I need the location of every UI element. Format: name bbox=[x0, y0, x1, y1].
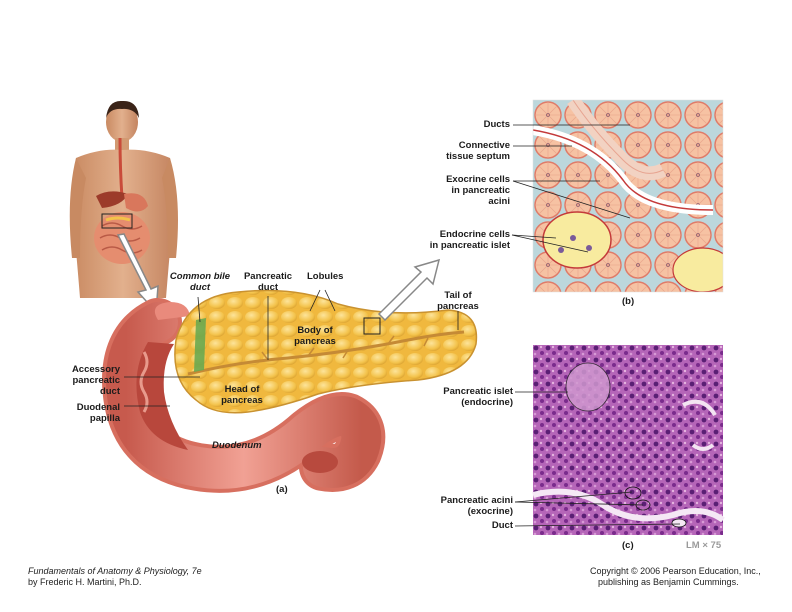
label-duodenal-line1: Duodenal bbox=[76, 402, 120, 413]
copyright-text: Copyright © 2006 Pearson Education, Inc.… bbox=[590, 566, 761, 576]
book-author: by Frederic H. Martini, Ph.D. bbox=[28, 577, 142, 587]
footer-left: Fundamentals of Anatomy & Physiology, 7e… bbox=[28, 566, 202, 588]
label-islet-line2: (endocrine) bbox=[461, 397, 513, 408]
label-connective-line2: tissue septum bbox=[446, 151, 510, 162]
label-head-of-pancreas: Head of pancreas bbox=[212, 384, 272, 406]
label-ducts: Ducts bbox=[483, 119, 510, 130]
label-common-bile-duct-line2: duct bbox=[189, 282, 211, 293]
label-endocrine-line1: Endocrine cells bbox=[439, 229, 510, 240]
acini-drawing bbox=[532, 99, 724, 293]
label-exocrine-line3: acini bbox=[488, 196, 510, 207]
label-acini-line1: Pancreatic acini bbox=[440, 495, 513, 506]
label-pancreatic-acini: Pancreatic acini (exocrine) bbox=[420, 495, 513, 517]
panel-label-c: (c) bbox=[622, 540, 634, 551]
panel-label-b: (b) bbox=[622, 296, 635, 307]
label-connective-line1: Connective bbox=[458, 140, 510, 151]
label-duodenal-line2: papilla bbox=[89, 413, 120, 424]
label-common-bile-duct-line1: Common bile bbox=[169, 271, 231, 282]
label-accessory-line1: Accessory bbox=[71, 364, 120, 375]
label-accessory-line3: duct bbox=[99, 386, 120, 397]
label-lobules: Lobules bbox=[307, 271, 344, 282]
label-pancreatic-duct-line1: Pancreatic bbox=[243, 271, 293, 282]
label-islet-line1: Pancreatic islet bbox=[443, 386, 513, 397]
label-connective-tissue-septum: Connective tissue septum bbox=[420, 140, 510, 162]
label-head-line1: Head of bbox=[224, 384, 260, 395]
label-duct: Duct bbox=[491, 520, 513, 531]
footer-right: Copyright © 2006 Pearson Education, Inc.… bbox=[590, 566, 761, 588]
label-accessory-duct: Accessory pancreatic duct bbox=[50, 364, 120, 397]
label-pancreatic-islet: Pancreatic islet (endocrine) bbox=[420, 386, 513, 408]
publisher-text: publishing as Benjamin Cummings. bbox=[598, 577, 739, 587]
magnification-label: LM × 75 bbox=[686, 540, 722, 551]
label-pancreatic-duct-line2: duct bbox=[257, 282, 279, 293]
label-acini-line2: (exocrine) bbox=[467, 506, 513, 517]
label-exocrine-line1: Exocrine cells bbox=[446, 174, 510, 185]
label-endocrine-line2: in pancreatic islet bbox=[429, 240, 510, 251]
label-pancreatic-duct: Pancreatic duct bbox=[238, 271, 298, 293]
label-body-of-pancreas: Body of pancreas bbox=[285, 325, 345, 347]
label-exocrine-cells: Exocrine cells in pancreatic acini bbox=[420, 174, 510, 207]
label-exocrine-line2: in pancreatic bbox=[451, 185, 510, 196]
label-tail-line2: pancreas bbox=[437, 301, 479, 312]
label-common-bile-duct: Common bile duct bbox=[165, 271, 235, 293]
book-title: Fundamentals of Anatomy & Physiology bbox=[28, 566, 187, 576]
panel-label-a: (a) bbox=[276, 484, 288, 495]
label-accessory-line2: pancreatic bbox=[72, 375, 120, 386]
label-body-line1: Body of bbox=[297, 325, 333, 336]
label-duodenum: Duodenum bbox=[212, 440, 262, 451]
zoom-arrow-lobule bbox=[377, 258, 441, 322]
label-duodenal-papilla: Duodenal papilla bbox=[50, 402, 120, 424]
label-body-line2: pancreas bbox=[294, 336, 336, 347]
pancreas-illustration bbox=[102, 289, 478, 493]
book-edition: , 7e bbox=[186, 566, 202, 576]
label-tail-of-pancreas: Tail of pancreas bbox=[430, 290, 486, 312]
label-head-line2: pancreas bbox=[221, 395, 263, 406]
label-tail-line1: Tail of bbox=[444, 290, 472, 301]
label-endocrine-cells: Endocrine cells in pancreatic islet bbox=[410, 229, 510, 251]
